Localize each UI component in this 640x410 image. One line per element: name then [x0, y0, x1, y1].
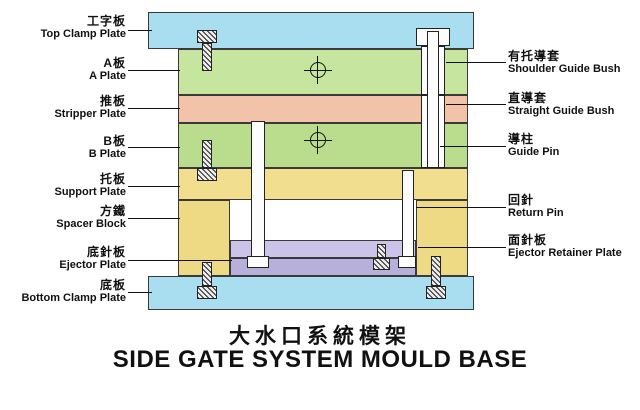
label-ejector-plate-zh: 底針板 — [86, 245, 126, 259]
bottom-left-screw-head — [197, 286, 217, 299]
label-top-clamp-plate: 工字板 Top Clamp Plate — [0, 15, 126, 41]
bottom-right-screw-shaft — [431, 256, 441, 286]
leader-guide-pin — [440, 146, 506, 147]
label-return-pin-en: Return Pin — [508, 207, 564, 219]
label-return-pin: 回針 Return Pin — [508, 194, 640, 220]
leader-bottom-clamp-plate — [128, 292, 152, 293]
label-b-plate-en: B Plate — [88, 148, 126, 160]
label-a-plate-en: A Plate — [89, 70, 126, 82]
leader-a-plate — [128, 70, 180, 71]
leader-support-plate — [128, 186, 180, 187]
return-pin-right-shape — [402, 170, 414, 258]
b-plate-screw-head — [197, 168, 217, 181]
label-b-plate-zh: B板 — [103, 134, 126, 148]
label-b-plate: B板 B Plate — [0, 135, 126, 161]
leader-top-clamp-plate — [128, 30, 152, 31]
label-return-pin-zh: 回針 — [508, 193, 535, 207]
label-support-plate-zh: 托板 — [99, 172, 126, 186]
top-screw-shaft — [202, 43, 212, 71]
leader-stripper-plate — [128, 108, 180, 109]
label-ejector-retainer-plate: 面針板 Ejector Retainer Plate — [508, 234, 640, 260]
label-stripper-plate-zh: 推板 — [99, 94, 126, 108]
leader-return-pin — [416, 207, 506, 208]
top-screw-head — [197, 30, 217, 43]
label-stripper-plate: 推板 Stripper Plate — [0, 95, 126, 121]
title-english: SIDE GATE SYSTEM MOULD BASE — [112, 346, 528, 373]
title-chinese: 大水口系統模架 — [229, 325, 411, 348]
label-guide-pin-en: Guide Pin — [508, 146, 560, 158]
label-straight-guide-bush-en: Straight Guide Bush — [508, 105, 615, 117]
leader-straight-guide-bush — [446, 104, 506, 105]
label-ejector-plate-en: Ejector Plate — [59, 259, 126, 271]
label-support-plate: 托板 Support Plate — [0, 173, 126, 199]
label-straight-guide-bush-zh: 直導套 — [508, 91, 548, 105]
leader-ejector-retainer-plate — [418, 247, 506, 248]
center-mark-vline — [317, 56, 318, 84]
label-straight-guide-bush: 直導套 Straight Guide Bush — [508, 92, 640, 118]
label-a-plate: A板 A Plate — [0, 57, 126, 83]
guide-pin-shape — [427, 31, 439, 168]
label-shoulder-guide-bush-zh: 有托導套 — [508, 49, 561, 63]
label-ejector-plate: 底針板 Ejector Plate — [0, 246, 126, 272]
label-shoulder-guide-bush-en: Shoulder Guide Bush — [508, 63, 621, 75]
label-bottom-clamp-plate: 底板 Bottom Clamp Plate — [0, 279, 126, 305]
label-spacer-block-zh: 方鐵 — [99, 204, 126, 218]
label-spacer-block-en: Spacer Block — [56, 218, 126, 230]
bottom-right-screw-head — [426, 286, 446, 299]
return-pin-center-head — [247, 256, 269, 268]
support-plate-shape — [178, 168, 468, 200]
ejector-retainer-plate-shape — [230, 240, 416, 258]
stripper-plate-shape — [178, 95, 468, 123]
center-mark-hline — [304, 70, 332, 71]
label-guide-pin: 導柱 Guide Pin — [508, 133, 640, 159]
leader-spacer-block — [128, 218, 180, 219]
label-top-clamp-plate-en: Top Clamp Plate — [40, 28, 126, 40]
label-ejector-retainer-plate-zh: 面針板 — [508, 233, 548, 247]
label-guide-pin-zh: 導柱 — [508, 132, 535, 146]
b-plate-screw-shaft — [202, 140, 212, 168]
center-mark-vline — [317, 126, 318, 154]
return-pin-center-shape — [251, 121, 265, 258]
bottom-left-screw-shaft — [202, 262, 212, 286]
label-top-clamp-plate-zh: 工字板 — [86, 14, 126, 28]
label-stripper-plate-en: Stripper Plate — [54, 108, 126, 120]
label-bottom-clamp-plate-en: Bottom Clamp Plate — [21, 292, 126, 304]
ejector-screw-head — [373, 258, 390, 270]
leader-shoulder-guide-bush — [446, 62, 506, 63]
ejector-screw-shaft — [377, 244, 386, 258]
label-ejector-retainer-plate-en: Ejector Retainer Plate — [508, 247, 622, 259]
center-mark-hline — [304, 140, 332, 141]
label-spacer-block: 方鐵 Spacer Block — [0, 205, 126, 231]
spacer-block-right-shape — [416, 200, 468, 276]
label-shoulder-guide-bush: 有托導套 Shoulder Guide Bush — [508, 50, 640, 76]
label-bottom-clamp-plate-zh: 底板 — [99, 278, 126, 292]
label-a-plate-zh: A板 — [103, 56, 126, 70]
return-pin-right-head — [398, 256, 416, 268]
label-support-plate-en: Support Plate — [54, 186, 126, 198]
leader-b-plate — [128, 147, 180, 148]
leader-ejector-plate — [128, 260, 232, 261]
